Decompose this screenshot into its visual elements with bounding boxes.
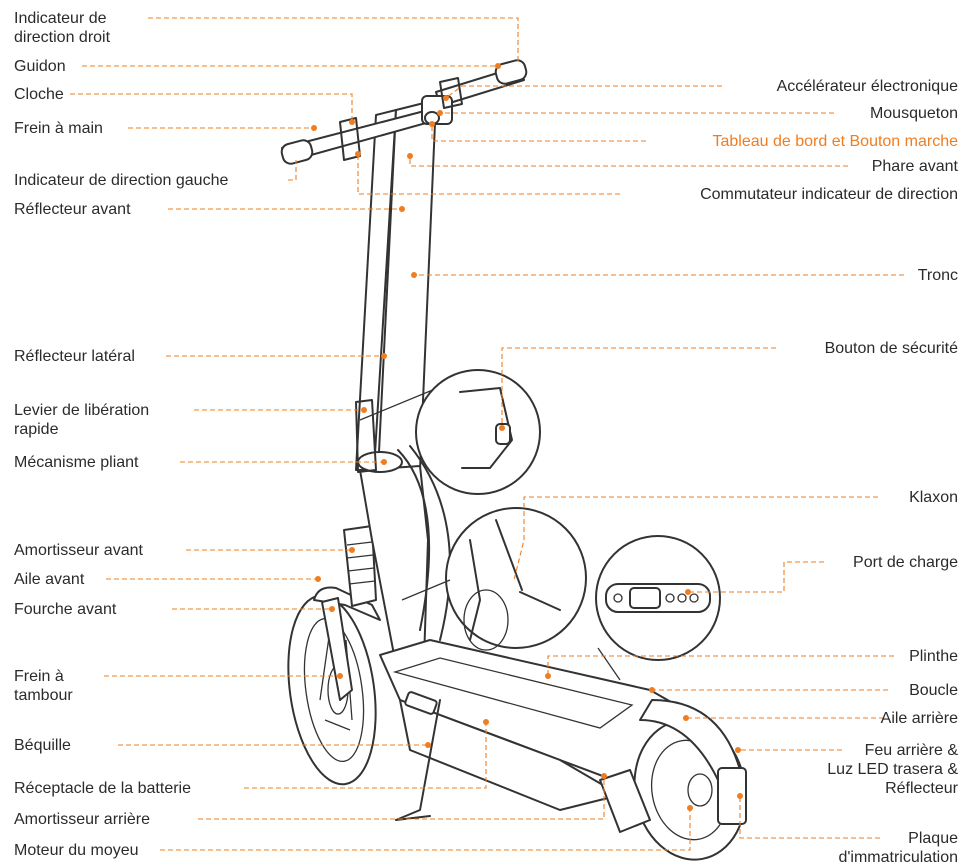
dot-frein-tambour <box>337 673 343 679</box>
label-feu-arriere: Feu arrière & Luz LED trasera & Réflecte… <box>827 741 958 798</box>
dot-tableau <box>429 121 435 127</box>
label-tableau-de-bord: Tableau de bord et Bouton marche <box>712 133 959 150</box>
dot-port <box>685 589 691 595</box>
label-phare-avant: Phare avant <box>871 158 958 175</box>
dot-levier <box>361 407 367 413</box>
dot-cloche <box>349 119 355 125</box>
leader-lines-left <box>70 17 693 851</box>
dot-feu <box>735 747 741 753</box>
dot-amortisseur-arriere <box>601 773 607 779</box>
label-tronc: Tronc <box>917 267 958 284</box>
leader-plinthe <box>547 655 894 676</box>
label-commutateur: Commutateur indicateur de direction <box>700 186 958 203</box>
label-levier-liberation: Levier de libération rapide <box>14 401 149 439</box>
dot-plaque <box>737 793 743 799</box>
leader-accelerateur <box>445 85 722 99</box>
label-moteur-moyeu: Moteur du moyeu <box>14 842 139 859</box>
label-receptacle-batterie: Réceptacle de la batterie <box>14 780 191 797</box>
dot-aile-arriere <box>683 715 689 721</box>
label-line: Frein à <box>14 668 64 685</box>
label-aile-arriere: Aile arrière <box>880 710 958 727</box>
dot-mecanisme <box>381 459 387 465</box>
dot-phare <box>407 153 413 159</box>
leader-lines-right <box>355 85 904 839</box>
label-port-charge: Port de charge <box>853 554 958 571</box>
dot-moteur <box>687 805 693 811</box>
dot-plinthe <box>545 673 551 679</box>
dot-fourche <box>329 606 335 612</box>
label-line: Feu arrière & <box>864 742 958 759</box>
leader-phare <box>409 156 848 167</box>
label-line: Plaque <box>908 830 958 847</box>
dot-securite <box>499 425 505 431</box>
label-amortisseur-arriere: Amortisseur arrière <box>14 811 151 828</box>
dot-frein-main <box>311 125 317 131</box>
label-klaxon: Klaxon <box>909 489 958 506</box>
label-cloche: Cloche <box>14 86 64 103</box>
scooter-illustration <box>280 59 747 861</box>
leader-moteur <box>160 808 691 851</box>
label-line: Réflecteur <box>885 780 958 797</box>
dot-accelerateur <box>443 95 449 101</box>
label-guidon: Guidon <box>14 58 66 75</box>
label-indicateur-direction-gauche: Indicateur de direction gauche <box>14 172 229 189</box>
label-reflecteur-avant: Réflecteur avant <box>14 201 131 218</box>
leader-batterie <box>244 722 487 789</box>
dot-amortisseur-avant <box>349 547 355 553</box>
leader-cloche <box>70 93 353 122</box>
leader-klaxon <box>513 496 878 581</box>
label-fourche-avant: Fourche avant <box>14 601 117 618</box>
dot-commutateur <box>355 151 361 157</box>
label-mecanisme-pliant: Mécanisme pliant <box>14 454 139 471</box>
label-indicateur-direction-droit: Indicateur de direction droit <box>14 9 110 47</box>
label-line: direction droit <box>14 29 111 46</box>
label-line: Levier de libération <box>14 402 150 419</box>
leader-tableau <box>431 124 646 142</box>
dot-guidon <box>495 63 501 69</box>
dot-aile-avant <box>315 576 321 582</box>
dot-batterie <box>483 719 489 725</box>
dot-reflecteur-avant <box>399 206 405 212</box>
label-amortisseur-avant: Amortisseur avant <box>14 542 143 559</box>
label-line: Indicateur de <box>14 10 107 27</box>
label-plinthe: Plinthe <box>909 648 958 665</box>
leader-amortisseur-arriere <box>198 776 605 820</box>
dot-reflecteur-lateral <box>381 353 387 359</box>
label-plaque-immatriculation: Plaque d'immatriculation <box>838 829 958 867</box>
label-frein-tambour: Frein à tambour <box>14 667 73 705</box>
label-bequille: Béquille <box>14 737 71 754</box>
dot-mousqueton <box>437 110 443 116</box>
label-accelerateur: Accélérateur électronique <box>776 78 958 95</box>
label-boucle: Boucle <box>909 682 958 699</box>
dot-boucle <box>649 687 655 693</box>
leader-securite <box>501 347 776 428</box>
label-frein-main: Frein à main <box>14 120 103 137</box>
leader-plaque <box>739 796 880 839</box>
label-line: d'immatriculation <box>838 849 958 866</box>
leader-commutateur <box>357 154 620 195</box>
label-line: Luz LED trasera & <box>827 761 958 778</box>
dot-bequille <box>425 742 431 748</box>
label-aile-avant: Aile avant <box>14 571 85 588</box>
label-mousqueton: Mousqueton <box>869 105 958 122</box>
dot-tronc <box>411 272 417 278</box>
leader-port <box>688 561 824 593</box>
label-reflecteur-lateral: Réflecteur latéral <box>14 348 135 365</box>
label-line: rapide <box>14 421 59 438</box>
label-line: tambour <box>14 687 73 704</box>
leader-ind-droit <box>148 17 519 64</box>
label-bouton-securite: Bouton de sécurité <box>824 340 958 357</box>
leader-ind-gauche <box>288 160 297 181</box>
